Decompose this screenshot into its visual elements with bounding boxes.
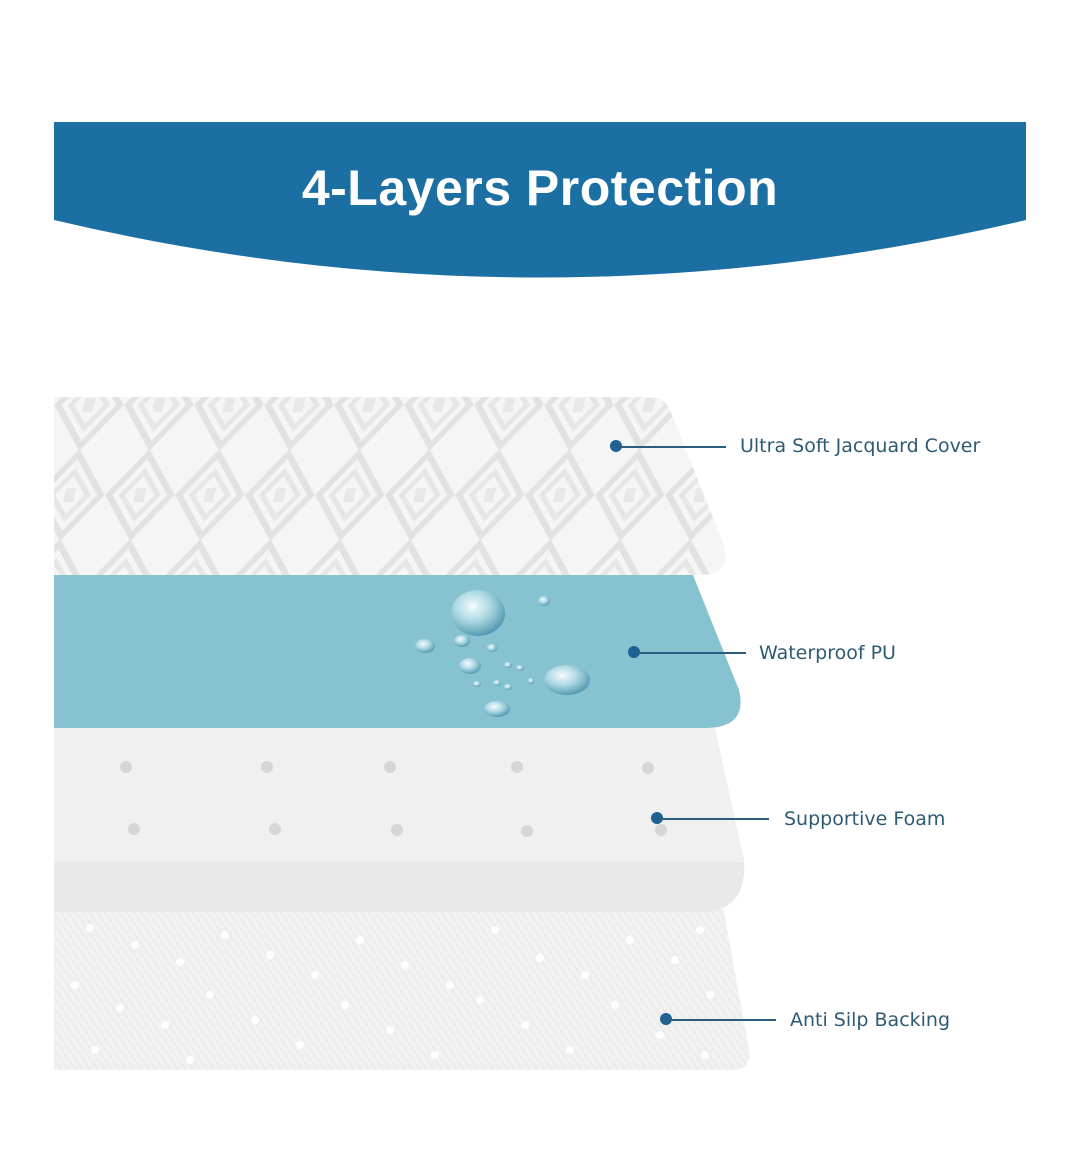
- banner-shape: [54, 122, 1026, 278]
- water-droplets: [415, 590, 590, 717]
- label-waterproof-pu: Waterproof PU: [759, 642, 896, 664]
- callout-line-pu: [634, 652, 746, 654]
- layer-waterproof-pu: [54, 575, 741, 728]
- callout-line-jacquard: [616, 446, 726, 448]
- callout-line-backing: [666, 1019, 776, 1021]
- layer-foam: [54, 728, 745, 912]
- header-banner: 4-Layers Protection: [0, 0, 1080, 300]
- page-title: 4-Layers Protection: [301, 160, 779, 216]
- layer-backing: [54, 905, 750, 1070]
- label-supportive-foam: Supportive Foam: [784, 808, 946, 830]
- layer-jacquard-cover: [54, 397, 726, 575]
- label-jacquard-cover: Ultra Soft Jacquard Cover: [740, 435, 981, 457]
- label-anti-slip-backing: Anti Silp Backing: [790, 1009, 951, 1031]
- callout-line-foam: [657, 818, 769, 820]
